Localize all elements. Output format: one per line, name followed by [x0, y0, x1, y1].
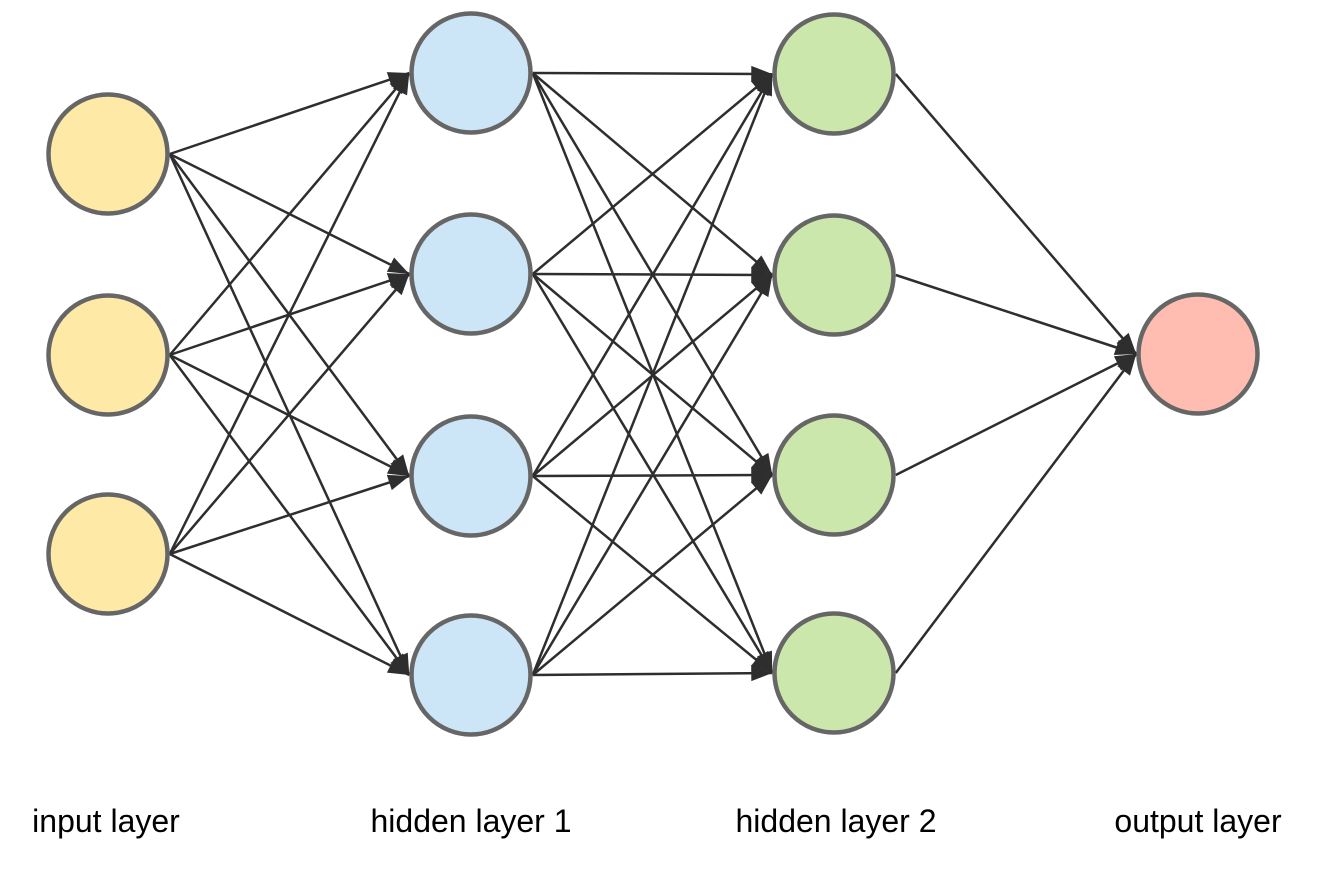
edge-hidden1-4-to-hidden2-2: [531, 274, 774, 676]
layer-label-hidden1: hidden layer 1: [370, 803, 572, 839]
edge-hidden1-4-to-hidden2-4: [532, 665, 773, 682]
edge-hidden2-2-to-output-1: [895, 273, 1137, 356]
edge-input-3-to-hidden1-2: [168, 273, 411, 555]
edge-input-3-to-hidden1-3: [169, 474, 410, 556]
node-hidden2-3: [772, 413, 896, 537]
node-input-1: [46, 92, 170, 216]
edge-input-3-to-hidden1-1: [168, 72, 411, 555]
node-hidden2-1: [772, 12, 896, 136]
layer-label-output: output layer: [1114, 803, 1282, 839]
node-input-3: [46, 492, 170, 616]
node-hidden1-2: [409, 212, 533, 336]
edge-hidden2-3-to-output-1: [895, 352, 1137, 477]
edge-input-1-to-hidden1-1: [169, 71, 410, 156]
edge-hidden1-4-to-hidden2-1: [531, 73, 774, 676]
edge-hidden1-2-to-hidden2-1: [531, 73, 774, 275]
edge-hidden1-1-to-hidden2-1: [532, 65, 773, 82]
node-hidden1-1: [409, 11, 533, 135]
edge-hidden1-4-to-hidden2-3: [531, 474, 774, 676]
node-hidden2-4: [772, 611, 896, 735]
edge-input-2-to-hidden1-1: [168, 72, 411, 356]
edge-hidden2-4-to-output-1: [894, 353, 1138, 674]
layer-label-hidden2: hidden layer 2: [735, 803, 937, 839]
edge-input-3-to-hidden1-4: [169, 552, 410, 677]
node-output-1: [1136, 292, 1260, 416]
node-hidden2-2: [772, 213, 896, 337]
edge-hidden2-1-to-output-1: [894, 73, 1138, 355]
node-input-2: [46, 293, 170, 417]
edges-group: [168, 65, 1138, 682]
node-hidden1-3: [409, 414, 533, 538]
nodes-group: [46, 11, 1260, 737]
node-hidden1-4: [409, 613, 533, 737]
layer-label-input: input layer: [32, 803, 180, 839]
edge-hidden1-3-to-hidden2-1: [531, 73, 774, 477]
